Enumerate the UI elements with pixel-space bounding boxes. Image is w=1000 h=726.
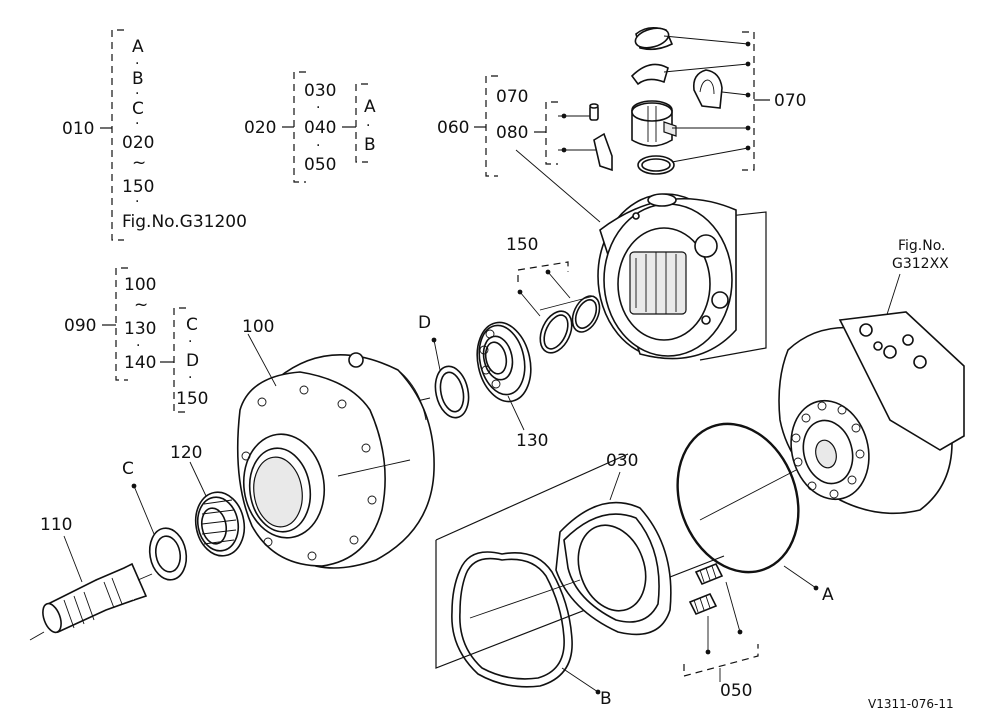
ref-fig-line2: G312XX	[892, 256, 949, 272]
callout-d: D	[418, 313, 431, 333]
callout-110: 110	[40, 515, 72, 535]
legend-090-sub-c: C	[186, 315, 198, 335]
svg-text:·: ·	[188, 334, 192, 350]
ref-fig-line1: Fig.No.	[898, 238, 946, 254]
legend-group-090: 090 100 ~ 130 · 140 C · D · 150	[64, 267, 208, 413]
callout-150: 150	[506, 235, 538, 255]
svg-text:~: ~	[134, 295, 148, 315]
legend-090-item-130: 130	[124, 319, 156, 339]
callout-100: 100	[242, 317, 274, 337]
legend-group-020: 020 030 · 040 · 050 A · B	[244, 71, 376, 183]
callout-b: B	[600, 689, 612, 709]
legend-group-010: 010 A · B · C · 020 ~ 150 · Fig.No.G3120…	[62, 29, 247, 241]
svg-text:·: ·	[135, 194, 139, 210]
legend-010-item-150: 150	[122, 177, 154, 197]
bearing-120: 120	[170, 443, 246, 557]
svg-text:·: ·	[136, 338, 140, 354]
reference-assembly: Fig.No. G312XX	[778, 238, 965, 515]
legend-090-item-140: 140	[124, 353, 156, 373]
legend-010-item-b: B	[132, 69, 144, 89]
svg-text:·: ·	[188, 370, 192, 386]
legend-010-main: 010	[62, 119, 94, 139]
legend-060-item-070: 070	[496, 87, 528, 107]
callout-120: 120	[170, 443, 202, 463]
callout-070: 070	[774, 91, 806, 111]
legend-090-main: 090	[64, 316, 96, 336]
legend-020-item-050: 050	[304, 155, 336, 175]
legend-010-item-a: A	[132, 37, 144, 57]
legend-090-item-100: 100	[124, 275, 156, 295]
main-housing-100: 100	[236, 317, 435, 569]
legend-020-sub-a: A	[364, 97, 376, 117]
springs-050: 050	[683, 562, 759, 701]
svg-text:·: ·	[366, 118, 370, 134]
shaft-110: 110	[29, 515, 153, 641]
callout-050: 050	[720, 681, 752, 701]
callout-c: C	[122, 459, 134, 479]
svg-text:·: ·	[316, 138, 320, 154]
legend-060-item-080: 080	[496, 123, 528, 143]
callout-a: A	[822, 585, 834, 605]
legend-020-item-030: 030	[304, 81, 336, 101]
legend-020-sub-b: B	[364, 135, 376, 155]
legend-010-fig-ref: Fig.No.G31200	[122, 212, 247, 232]
legend-090-sub-150: 150	[176, 389, 208, 409]
svg-text:·: ·	[135, 116, 139, 132]
seal-d: D	[403, 313, 470, 419]
svg-text:~: ~	[132, 153, 146, 173]
plate-030-group: 030 B	[435, 451, 725, 709]
valve-housing	[539, 193, 767, 361]
legend-060-main: 060	[437, 118, 469, 138]
svg-text:·: ·	[316, 100, 320, 116]
seal-c: C	[122, 459, 188, 581]
svg-text:·: ·	[135, 86, 139, 102]
legend-090-sub-d: D	[186, 351, 199, 371]
legend-020-main: 020	[244, 118, 276, 138]
legend-010-item-020: 020	[122, 133, 154, 153]
callout-130: 130	[516, 431, 548, 451]
svg-text:·: ·	[135, 56, 139, 72]
legend-020-item-040: 040	[304, 118, 336, 138]
o-rings-150: 150	[506, 235, 601, 354]
bearing-130: 130	[476, 321, 548, 451]
valve-parts-070: 070	[589, 26, 806, 175]
legend-group-060: 060 070 080	[437, 75, 601, 223]
drawing-code: V1311-076-11	[868, 697, 954, 711]
o-ring-a: A	[676, 422, 834, 605]
callout-030: 030	[606, 451, 638, 471]
legend-010-item-c: C	[132, 99, 144, 119]
